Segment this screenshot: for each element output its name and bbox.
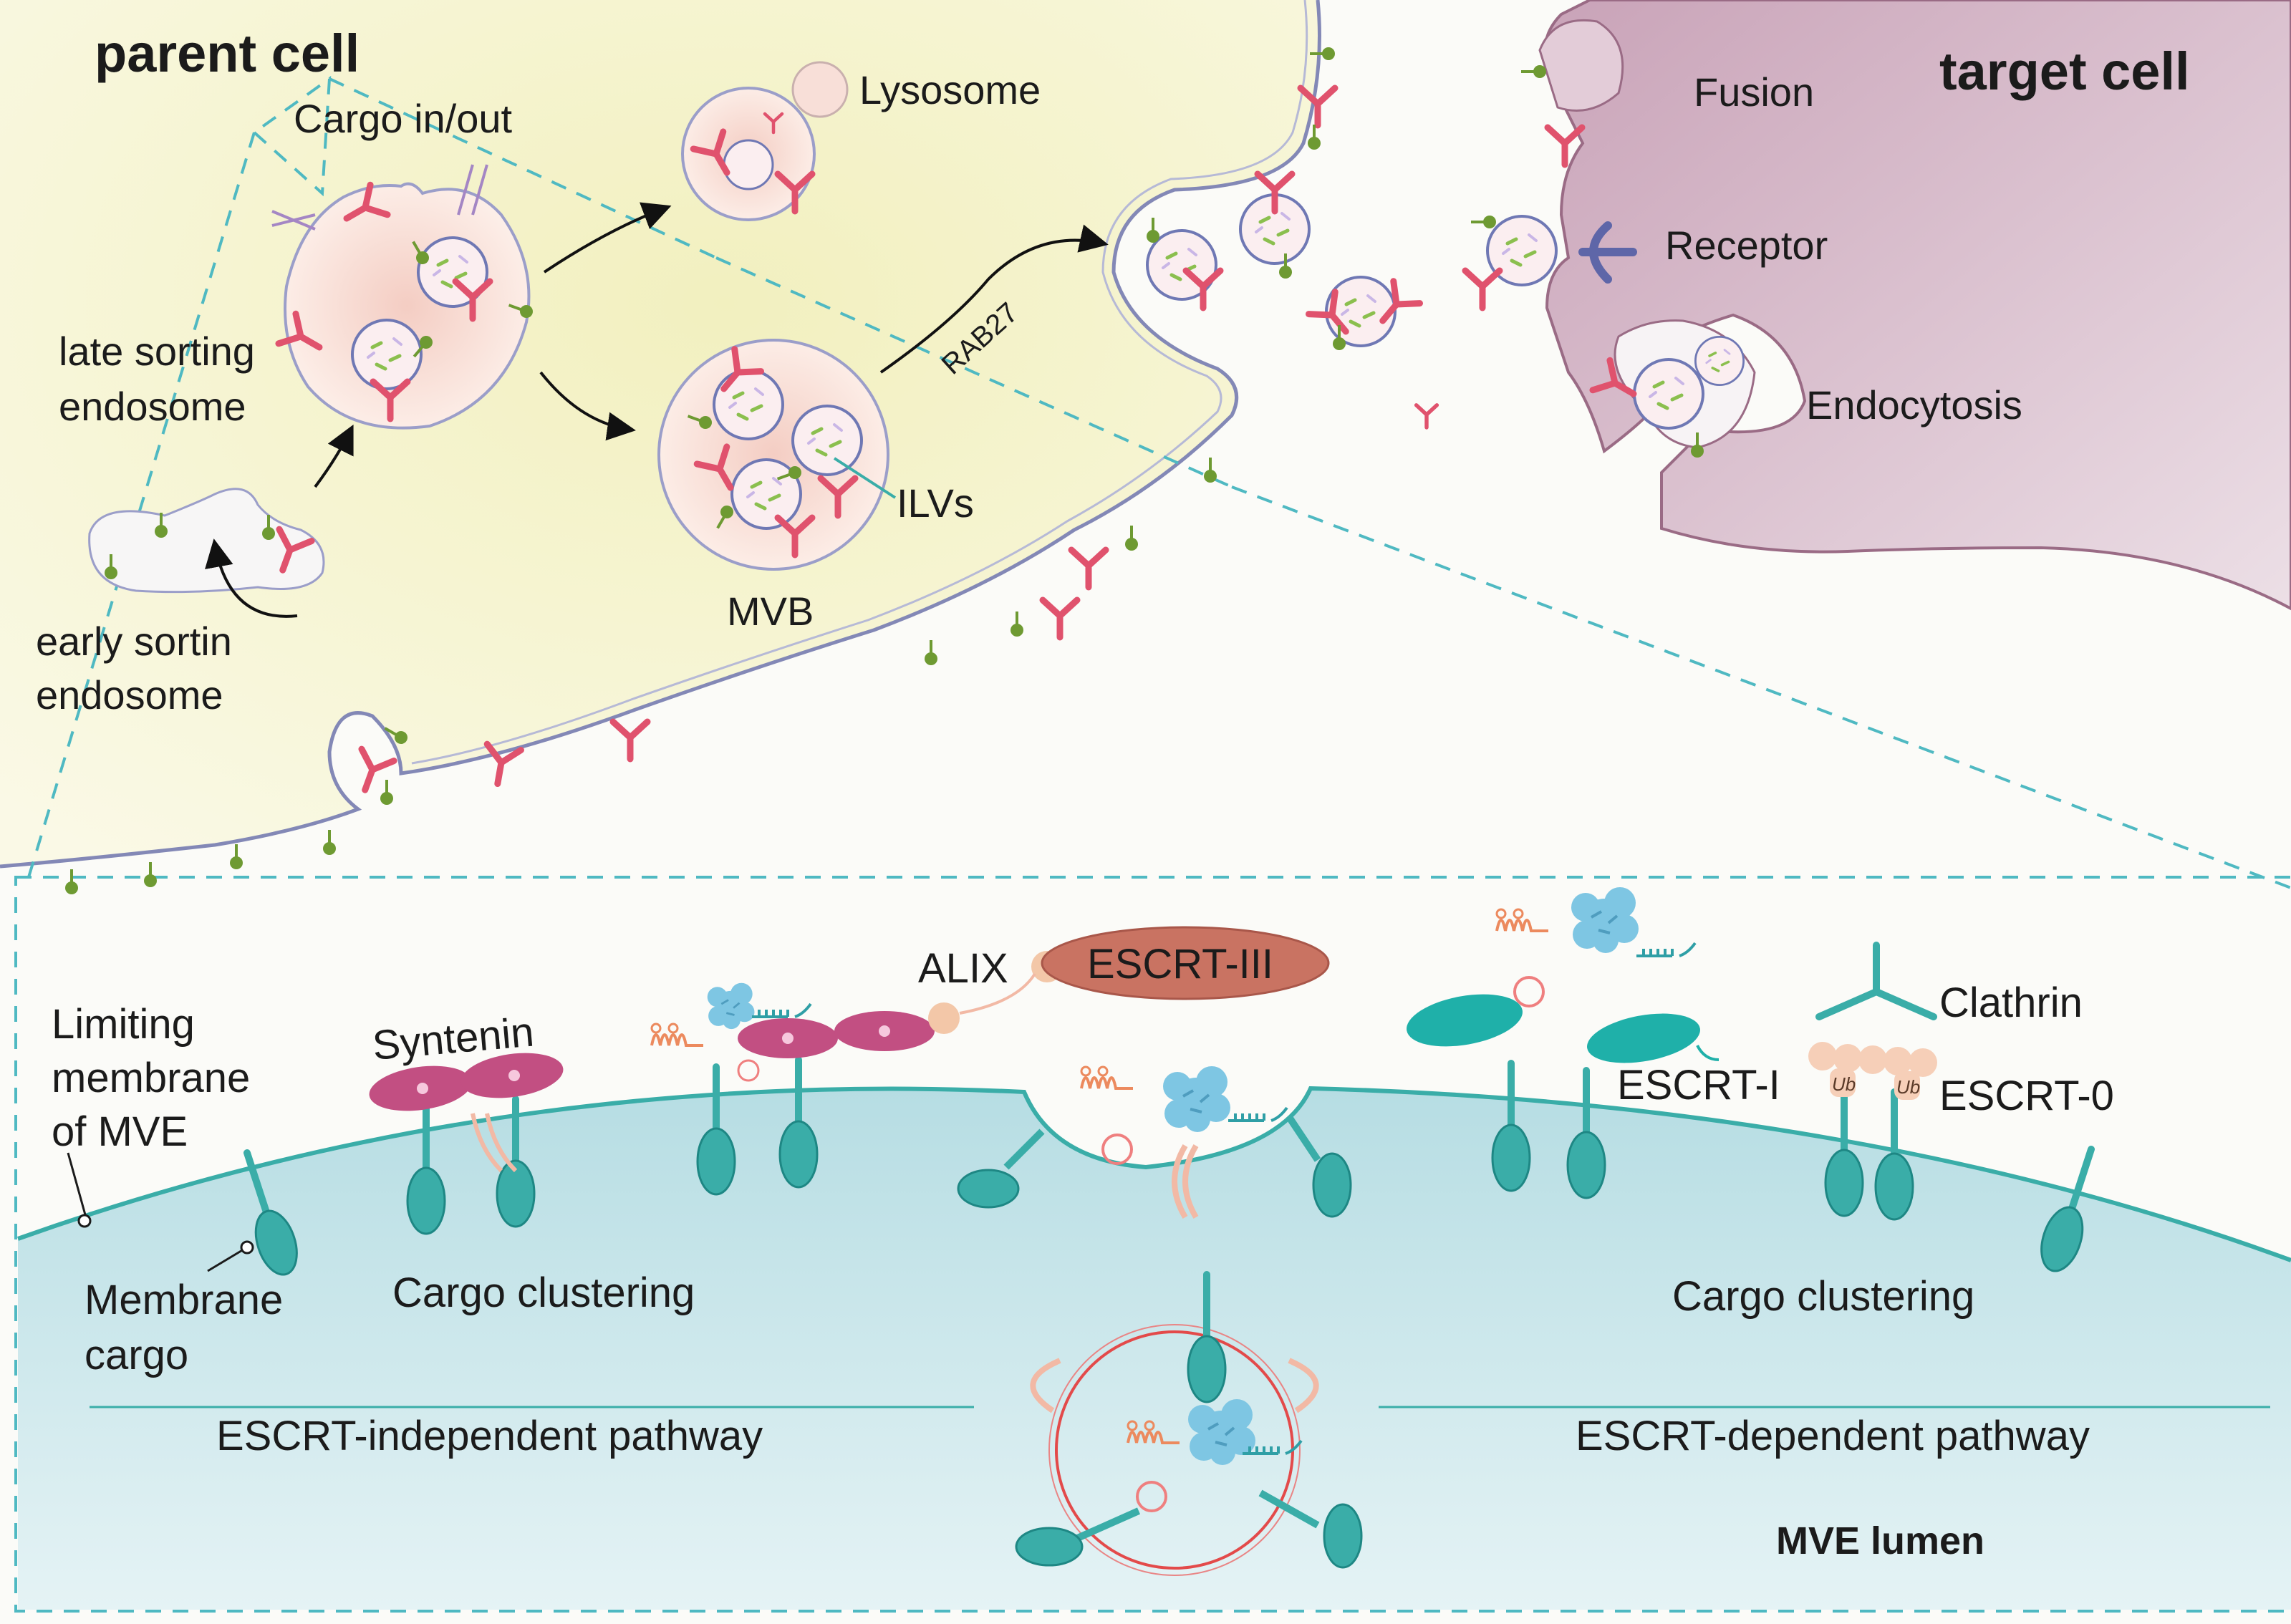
parent-cell-membrane	[0, 0, 1321, 869]
ilvs-label: ILVs	[897, 480, 974, 526]
limiting-membrane-label-2: membrane	[52, 1055, 250, 1101]
escrt-independent-label: ESCRT-independent pathway	[216, 1413, 763, 1459]
ilvs-pointer	[833, 457, 897, 499]
receptor-label: Receptor	[1665, 223, 1828, 268]
ub-label-2: Ub	[1896, 1076, 1920, 1098]
escrt-iii-label: ESCRT-III	[1087, 941, 1273, 987]
fusion-bud	[1538, 19, 1624, 112]
receptor-shape	[1578, 221, 1637, 284]
escrt-0-chain: Ub Ub	[1808, 1042, 1937, 1100]
cargo-in-out-label: Cargo in/out	[294, 96, 513, 141]
late-sorting-label-2: endosome	[59, 384, 246, 429]
late-sorting-label: late sorting	[59, 329, 255, 374]
cargo-arrows	[271, 164, 488, 231]
escrt-i-2	[1587, 1013, 1700, 1063]
ub-label-1: Ub	[1832, 1073, 1856, 1095]
membrane-cargo-label-2: cargo	[85, 1332, 188, 1378]
lysosome-label: Lysosome	[859, 67, 1041, 112]
clathrin-label: Clathrin	[1939, 980, 2083, 1026]
escrt-independent-elements	[67, 926, 1330, 1280]
top-labels: parent cell target cell Cargo in/out Lys…	[36, 24, 2190, 717]
target-cell-label: target cell	[1939, 42, 2190, 101]
mve-lumen-label: MVE lumen	[1776, 1519, 1984, 1562]
fusion-label: Fusion	[1694, 69, 1814, 115]
endocytosis-label: Endocytosis	[1806, 382, 2022, 427]
escrt-iii-body	[1041, 926, 1330, 1000]
escrt-dependent-elements: Ub Ub	[1407, 886, 2108, 1276]
parent-cell-label: parent cell	[95, 24, 360, 83]
early-sorting-label: early sortin	[36, 619, 232, 664]
escrt-i-1	[1407, 994, 1523, 1047]
intraluminal-vesicle	[1015, 1275, 1363, 1576]
alix-label: ALIX	[918, 945, 1008, 992]
early-sorting-label-2: endosome	[36, 672, 223, 717]
mve-lumen	[18, 1088, 2291, 1610]
membrane-cargo-label: Membrane	[85, 1277, 283, 1323]
lysosome	[681, 61, 849, 221]
mvb-label: MVB	[727, 589, 814, 634]
mvb	[657, 339, 889, 571]
limiting-membrane-label-3: of MVE	[52, 1108, 188, 1155]
escrt-0-label: ESCRT-0	[1939, 1073, 2114, 1119]
escrt-i-label: ESCRT-I	[1617, 1062, 1780, 1108]
cargo-clustering-left-label: Cargo clustering	[392, 1270, 695, 1316]
cargo-clustering-right-label: Cargo clustering	[1672, 1273, 1974, 1320]
flow-arrows	[205, 202, 1109, 618]
escrt-dependent-label: ESCRT-dependent pathway	[1576, 1413, 2090, 1459]
parent-cell-membrane-inner	[411, 0, 1308, 765]
invagination-contents	[957, 1065, 1352, 1219]
target-cell-body	[1543, 0, 2291, 611]
bottom-labels: Limiting membrane of MVE Membrane cargo …	[52, 941, 2114, 1562]
limiting-membrane	[16, 1086, 2291, 1262]
limiting-membrane-label: Limiting	[52, 1001, 195, 1048]
clathrin-icon	[1815, 942, 1937, 1020]
